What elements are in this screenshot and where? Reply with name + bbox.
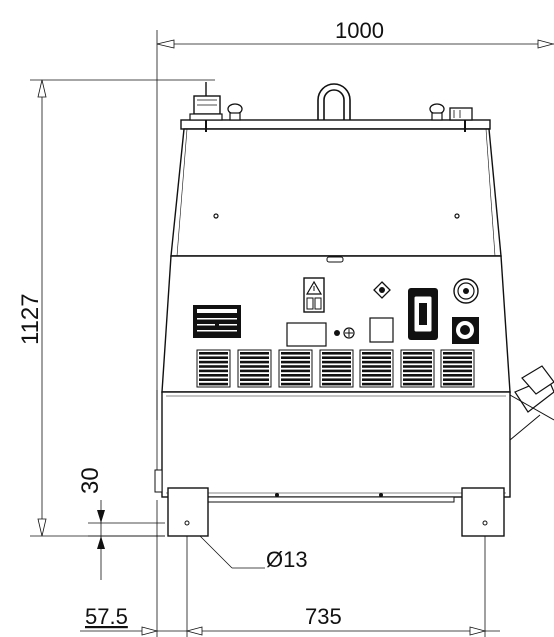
arrowhead-spacing-left	[185, 626, 203, 636]
grille-block	[237, 349, 272, 388]
grille-block	[400, 349, 435, 388]
arrowhead-offset-right	[141, 626, 159, 636]
lifting-eye-icon	[317, 83, 351, 120]
hole-diameter-label: Ø13	[266, 547, 308, 572]
foot-offset-label: 57.5	[85, 604, 128, 629]
ventilation-grilles	[196, 349, 475, 388]
main-switch	[408, 288, 438, 340]
power-socket-icon	[452, 317, 479, 344]
arrowhead-left	[156, 39, 175, 49]
junction-box	[369, 317, 394, 343]
grille-block	[278, 349, 313, 388]
warning-sign-icon	[303, 277, 325, 313]
foot-height-label: 30	[77, 467, 104, 494]
arrowhead-bottom	[37, 518, 47, 537]
ground-icon	[334, 327, 355, 339]
dim-overall-height: 1127	[17, 79, 215, 537]
emergency-stop-icon	[453, 278, 479, 304]
lower-base	[161, 391, 511, 498]
grille-block	[319, 349, 354, 388]
arrowhead-spacing-right	[469, 626, 487, 636]
arrowhead-up	[97, 536, 105, 549]
foot-spacing-label: 735	[305, 604, 342, 629]
overall-height-label: 1127	[17, 293, 44, 345]
vent-cap-icon	[429, 103, 473, 121]
overall-width-label: 1000	[335, 18, 384, 43]
rating-plate	[193, 305, 241, 338]
exhaust-pipe	[509, 365, 554, 441]
dim-foot-height: 30	[77, 467, 165, 580]
arrowhead-down	[97, 510, 105, 523]
display-window	[286, 322, 327, 347]
indicator-icon	[373, 281, 391, 299]
filler-cap-icon	[189, 82, 243, 121]
grille-block	[196, 349, 231, 388]
arrowhead-top	[37, 79, 47, 98]
grille-block	[359, 349, 394, 388]
rim-bolts	[205, 120, 466, 132]
upper-hood	[170, 128, 502, 257]
right-foot	[461, 487, 505, 537]
left-foot	[167, 487, 209, 537]
dim-overall-width: 1000	[156, 18, 554, 420]
grille-block	[440, 349, 475, 388]
arrowhead-right	[537, 39, 554, 49]
